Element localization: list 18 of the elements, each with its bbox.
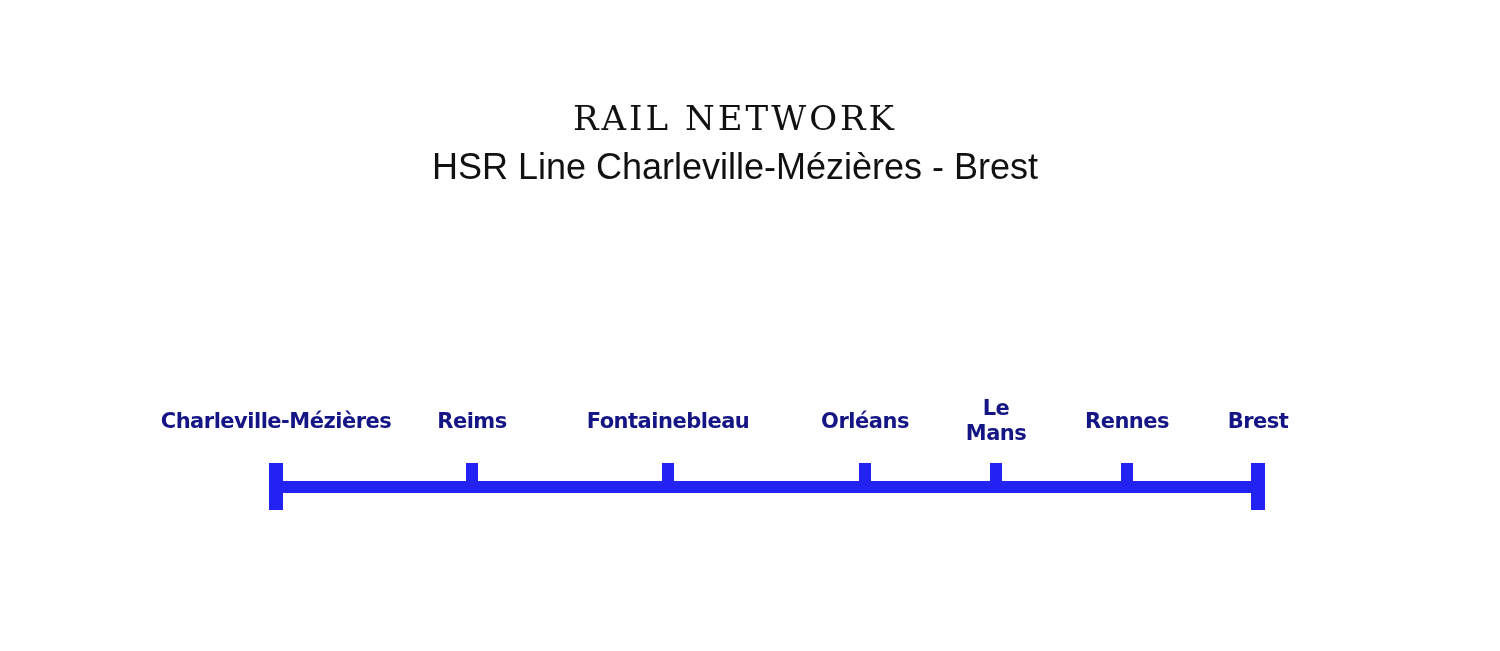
station-tick [466,463,478,493]
station-tick [859,463,871,493]
rail-line [1133,481,1251,493]
station-tick [662,463,674,493]
rail-line [871,481,990,493]
rail-line [674,481,859,493]
station-tick [1251,463,1265,510]
station-name: Le Mans [964,396,1028,446]
station-name: Fontainebleau [585,408,751,434]
subtitle: HSR Line Charleville-Mézières - Brest [430,146,1040,188]
station-name: Charleville-Mézières [159,408,393,434]
diagram-title: RAIL NETWORK [571,98,898,138]
station-tick [1121,463,1133,493]
station-tick [269,463,283,510]
rail-line [478,481,662,493]
station-tick [990,463,1002,493]
rail-line [283,481,466,493]
rail-line [1002,481,1121,493]
